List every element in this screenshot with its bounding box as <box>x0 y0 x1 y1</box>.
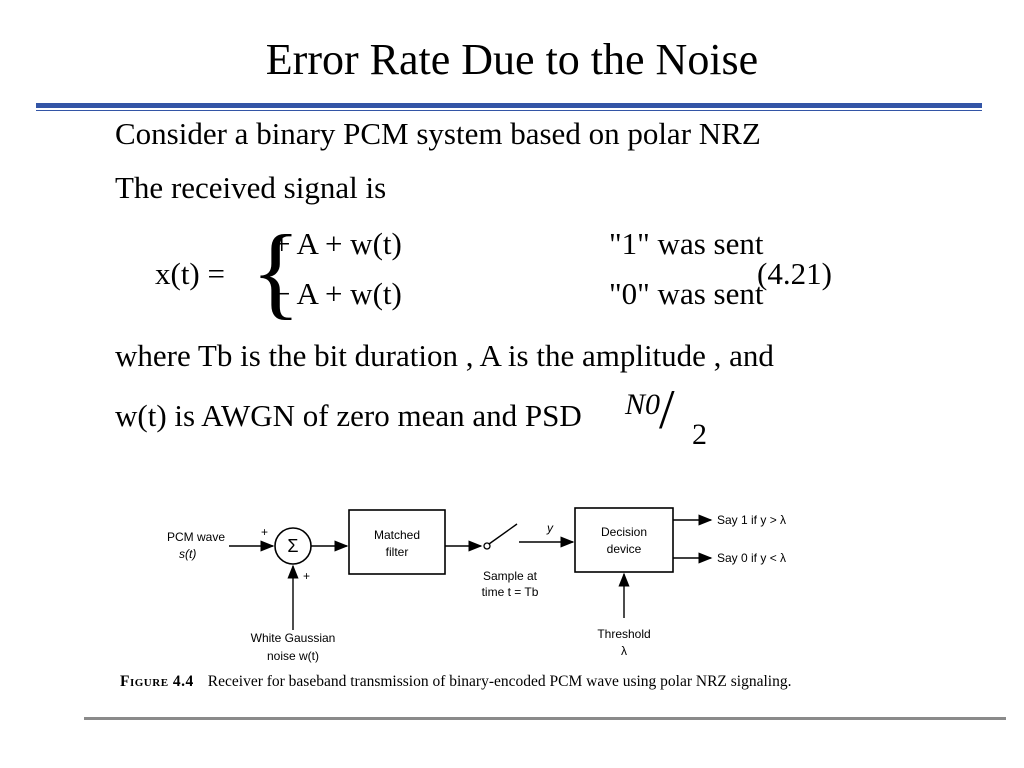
filter-label-1: Matched <box>374 528 420 542</box>
noise-label-2: noise w(t) <box>267 649 319 663</box>
caption-label: Figure 4.4 <box>120 673 194 690</box>
equation-number: (4.21) <box>757 256 832 291</box>
scanned-text-block: Consider a binary PCM system based on po… <box>107 112 847 718</box>
output-1-label: Say 1 if y > λ <box>717 513 786 527</box>
filter-label-2: filter <box>386 545 409 559</box>
psd-denominator: 2 <box>692 418 707 451</box>
sample-label-2: time t = Tb <box>482 585 539 599</box>
title-divider <box>36 103 982 108</box>
psd-numerator: N0 <box>625 388 661 421</box>
case-1-condition: "1" was sent <box>609 226 764 261</box>
bottom-rule <box>84 717 1006 720</box>
title-divider-thin <box>36 110 982 111</box>
case-1-expression: + A + w(t) <box>273 226 402 261</box>
matched-filter-block <box>348 509 446 575</box>
fraction-slash: / <box>659 379 675 441</box>
equation-case-2: − A + w(t) "0" was sent <box>273 274 763 314</box>
decision-label-2: device <box>607 542 642 556</box>
sigma-symbol: Σ <box>287 536 298 556</box>
slide-title: Error Rate Due to the Noise <box>265 35 759 84</box>
threshold-label-2: λ <box>621 644 627 658</box>
output-0-label: Say 0 if y < λ <box>717 551 786 565</box>
threshold-label-1: Threshold <box>597 627 650 641</box>
y-label: y <box>546 521 554 535</box>
equation-lhs: x(t) = <box>155 256 225 291</box>
receiver-block-diagram: PCM wave s(t) + Σ + White Gaussian noise… <box>167 507 786 663</box>
case-2-condition: "0" was sent <box>609 276 764 311</box>
text-line-2: The received signal is <box>115 170 387 205</box>
caption-text: Receiver for baseband transmission of bi… <box>207 673 792 690</box>
text-line-1: Consider a binary PCM system based on po… <box>115 116 761 151</box>
equation-case-1: + A + w(t) "1" was sent <box>273 224 763 264</box>
noise-label-1: White Gaussian <box>251 631 336 645</box>
decision-label-1: Decision <box>601 525 647 539</box>
case-2-expression: − A + w(t) <box>273 276 402 311</box>
sampler-switch <box>488 523 518 545</box>
plus-top: + <box>261 525 268 539</box>
sample-label-1: Sample at <box>483 569 538 583</box>
decision-device-block <box>574 507 674 573</box>
text-line-5: w(t) is AWGN of zero mean and PSD <box>115 398 582 433</box>
sampler-terminal <box>483 542 491 550</box>
equation-brace: { <box>251 214 301 329</box>
figure-caption: Figure 4.4 Receiver for baseband transmis… <box>120 672 850 692</box>
input-signal: s(t) <box>179 547 196 561</box>
plus-bottom: + <box>303 569 310 583</box>
text-line-4: where Tb is the bit duration , A is the … <box>115 338 774 373</box>
input-label: PCM wave <box>167 530 225 544</box>
